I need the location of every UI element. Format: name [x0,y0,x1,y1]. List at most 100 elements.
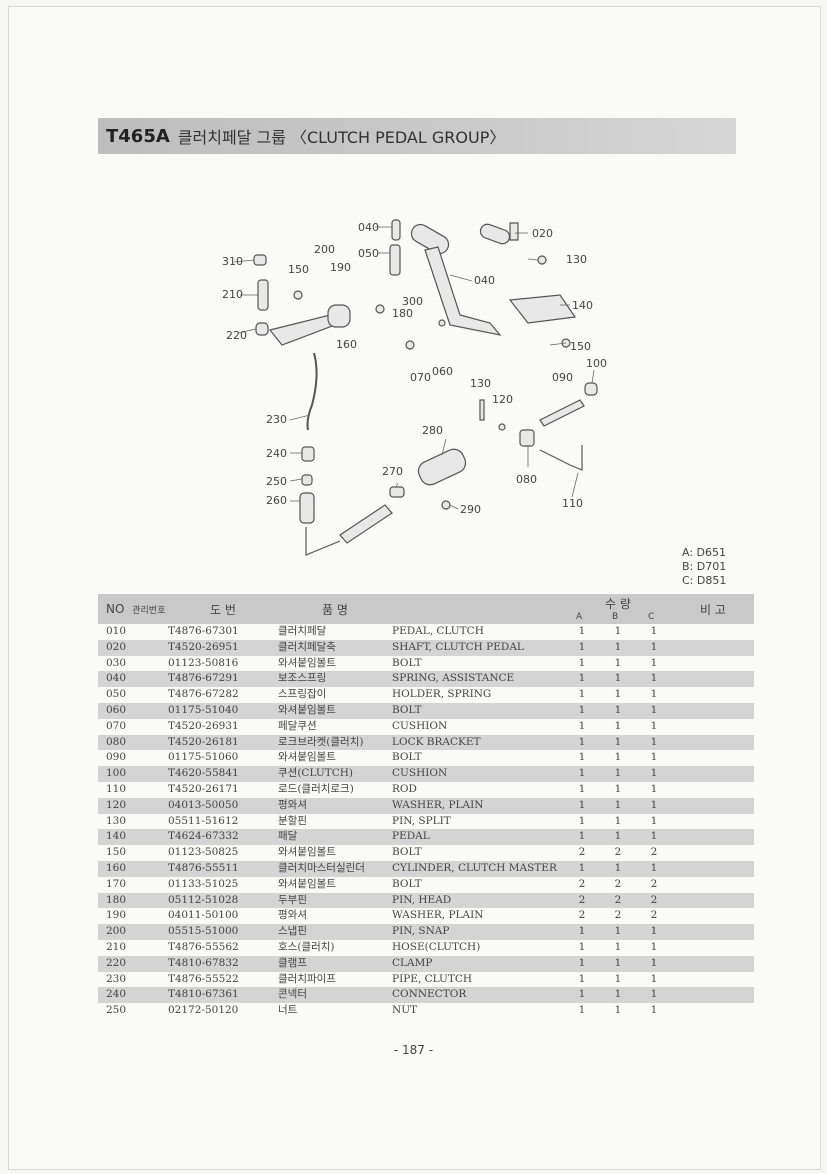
callout-label: 190 [330,261,351,274]
cell-part-number: T4876-55562 [168,940,239,953]
cell-name-korean: 로크브라켓(클러치) [278,734,392,751]
cell-note [672,797,754,814]
cell-qty-a: 1 [564,987,600,1004]
part-080-bracket [519,429,535,447]
cell-no: 020 [98,639,168,656]
cell-qty-c: 1 [636,734,672,751]
part-140-pedal-pad [508,294,577,324]
cell-no: 120 [98,797,168,814]
cell-qty-c: 1 [636,829,672,846]
cell-name-korean: 페달쿠션 [278,719,317,732]
callout-label: 130 [470,377,491,390]
cell-qty-a: 2 [578,846,586,859]
cell-qty-c: 1 [636,924,672,940]
cell-qty-a: 2 [578,909,586,922]
cell-name-korean: 분할핀 [278,814,307,827]
callout-label: 070 [410,371,431,384]
callout-label: 150 [570,340,591,353]
callout-label: 270 [382,465,403,478]
cell-qty-a: 1 [578,782,586,795]
header-qty-c: C [636,594,672,624]
part-010-boss [410,223,450,255]
cell-qty-b: 2 [614,909,622,922]
cell-name-korean: 스냅핀 [278,924,392,940]
cell-qty-b: 1 [600,797,636,814]
cell-name-english: WASHER, PLAIN [392,797,564,814]
callout-label: 210 [222,288,243,301]
part-040-spring [391,219,401,241]
cell-qty-c: 1 [636,671,672,688]
cell-name-korean: 쿠션(CLUTCH) [278,766,392,782]
page-number: - 187 - [393,1043,434,1057]
cell-qty-a: 1 [564,955,600,972]
callout-label: 250 [266,475,287,488]
cell-qty-a: 2 [578,877,586,890]
cell-part-number: 04011-50100 [168,909,239,922]
cell-no: 170 [106,877,127,890]
cell-name-korean: 클러치페달축 [278,639,392,656]
callout-label: 260 [266,494,287,507]
part-240-connector [301,446,315,462]
cell-qty-a: 1 [564,829,600,846]
cell-qty-b: 1 [600,860,636,877]
callout-label: 240 [266,447,287,460]
cell-qty-a: 1 [578,751,586,764]
cell-name-english: HOLDER, SPRING [392,688,492,701]
cell-part-number: 01175-51060 [168,751,239,764]
cell-name-english: CYLINDER, CLUTCH MASTER [392,860,564,877]
group-title: 클러치페달 그룹 〈CLUTCH PEDAL GROUP〉 [177,128,506,147]
cell-qty-b: 1 [614,751,622,764]
diagram-svg: 040 020 050 130 200 310 150 190 210 300 … [222,219,607,556]
cell-part-number: 05511-51612 [168,814,239,827]
cell-qty-b: 1 [614,814,622,827]
cell-name-korean: 호스(클러치) [278,940,335,953]
model-legend: A: D651 B: D701 C: D851 [682,546,742,588]
cell-qty-a: 1 [564,766,600,782]
cell-name-korean: 와셔붙임볼트 [278,702,392,719]
cell-name-english: BOLT [392,702,564,719]
callout-label: 060 [432,365,453,378]
cell-name-korean: 클러치마스터실린더 [278,860,392,877]
cell-qty-c: 1 [650,814,658,827]
cell-qty-a: 1 [578,940,586,953]
callout-label: 160 [336,338,357,351]
cell-part-number: 01123-50825 [168,846,239,859]
cell-name-english: CLAMP [392,955,564,972]
cell-name-english: PIPE, CLUTCH [392,972,473,985]
part-020-bracket [509,222,519,241]
cell-note [672,687,754,703]
cell-qty-b: 1 [614,625,622,637]
cell-part-number: T4876-67282 [168,688,239,701]
cell-name-korean: 클러치페달 [278,625,327,637]
cell-name-english: BOLT [392,751,422,764]
cell-qty-b: 1 [600,702,636,719]
cell-part-number: 05112-51028 [168,892,278,909]
cell-note [672,924,754,940]
cell-qty-c: 2 [650,909,658,922]
part-120-washer [498,423,506,431]
cell-qty-a: 1 [578,656,586,669]
cell-qty-b: 2 [600,892,636,909]
callout-label: 280 [422,424,443,437]
cell-qty-a: 1 [564,671,600,688]
cell-qty-c: 1 [650,940,658,953]
cell-note [672,860,754,877]
part-boot [339,504,393,544]
cell-no: 230 [106,972,127,985]
cell-part-number: T4876-55511 [168,860,278,877]
part-050-holder [389,244,401,276]
cell-no: 240 [98,987,168,1004]
part-310-shape [253,254,267,266]
cell-qty-c: 1 [650,688,658,701]
cell-name-korean: 로드(클러치로크) [278,782,354,795]
callout-label: 130 [566,253,587,266]
